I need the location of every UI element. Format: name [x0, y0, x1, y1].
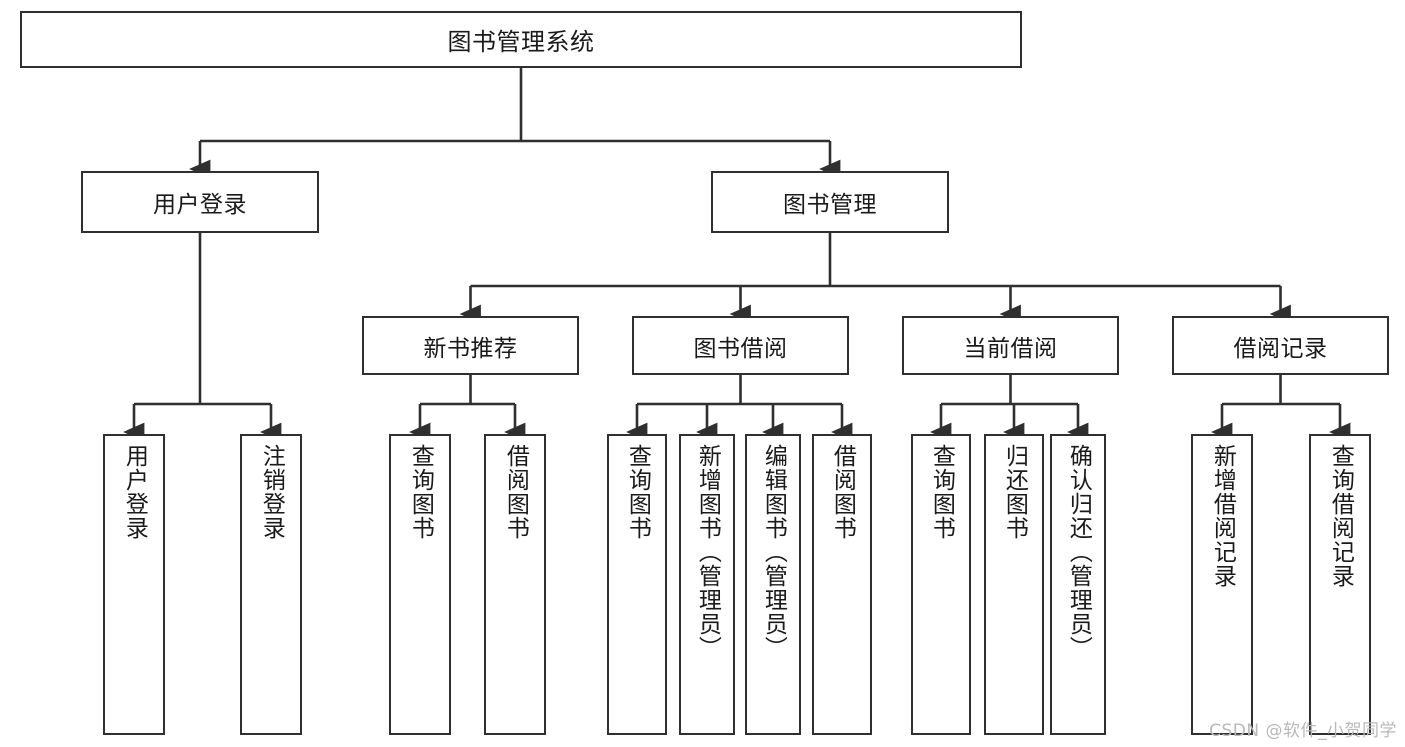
node-leaf-add-record[interactable]: 新增借阅记录 [1191, 434, 1253, 735]
node-label: 查询图书 [624, 444, 651, 540]
node-label: 新书推荐 [423, 335, 518, 362]
node-book-borrow[interactable]: 图书借阅 [632, 316, 849, 375]
node-leaf-add-book[interactable]: 新增图书（管理员） [679, 434, 735, 735]
node-label: 当前借阅 [963, 335, 1058, 362]
csdn-watermark: CSDN @软件_小贺同学 [1209, 721, 1397, 741]
node-label: 借阅记录 [1233, 335, 1328, 362]
node-leaf-edit-book[interactable]: 编辑图书（管理员） [745, 434, 801, 735]
node-label: 新增图书（管理员） [694, 444, 721, 660]
node-leaf-return-book[interactable]: 归还图书 [984, 434, 1044, 735]
node-current-borrow[interactable]: 当前借阅 [902, 316, 1119, 375]
node-label: 归还图书 [1001, 444, 1028, 540]
node-label: 确认归还（管理员） [1065, 444, 1092, 660]
node-leaf-query-book-3[interactable]: 查询图书 [911, 434, 971, 735]
node-label: 用户登录 [153, 192, 247, 218]
node-label: 编辑图书（管理员） [760, 444, 787, 660]
node-book-manage[interactable]: 图书管理 [711, 171, 949, 233]
node-leaf-query-book-2[interactable]: 查询图书 [607, 434, 667, 735]
node-leaf-query-record[interactable]: 查询借阅记录 [1309, 434, 1371, 735]
node-label: 图书管理 [783, 192, 877, 218]
node-leaf-logout[interactable]: 注销登录 [240, 434, 302, 735]
node-label: 查询借阅记录 [1327, 444, 1354, 588]
node-borrow-record[interactable]: 借阅记录 [1172, 316, 1389, 375]
node-label: 用户登录 [121, 444, 148, 540]
node-root-title[interactable]: 图书管理系统 [20, 11, 1022, 68]
node-leaf-borrow-book-1[interactable]: 借阅图书 [484, 434, 546, 735]
node-label: 图书管理系统 [447, 28, 595, 56]
node-label: 新增借阅记录 [1209, 444, 1236, 588]
node-label: 查询图书 [928, 444, 955, 540]
node-new-book-rec[interactable]: 新书推荐 [362, 316, 579, 375]
node-label: 注销登录 [258, 444, 285, 540]
node-label: 查询图书 [407, 444, 434, 540]
node-leaf-query-book-1[interactable]: 查询图书 [389, 434, 451, 735]
node-user-login[interactable]: 用户登录 [81, 171, 319, 233]
node-leaf-confirm-return[interactable]: 确认归还（管理员） [1050, 434, 1106, 735]
node-label: 借阅图书 [829, 444, 856, 540]
node-label: 图书借阅 [693, 335, 788, 362]
node-leaf-borrow-book-2[interactable]: 借阅图书 [812, 434, 872, 735]
node-leaf-user-login[interactable]: 用户登录 [103, 434, 165, 735]
node-label: 借阅图书 [502, 444, 529, 540]
